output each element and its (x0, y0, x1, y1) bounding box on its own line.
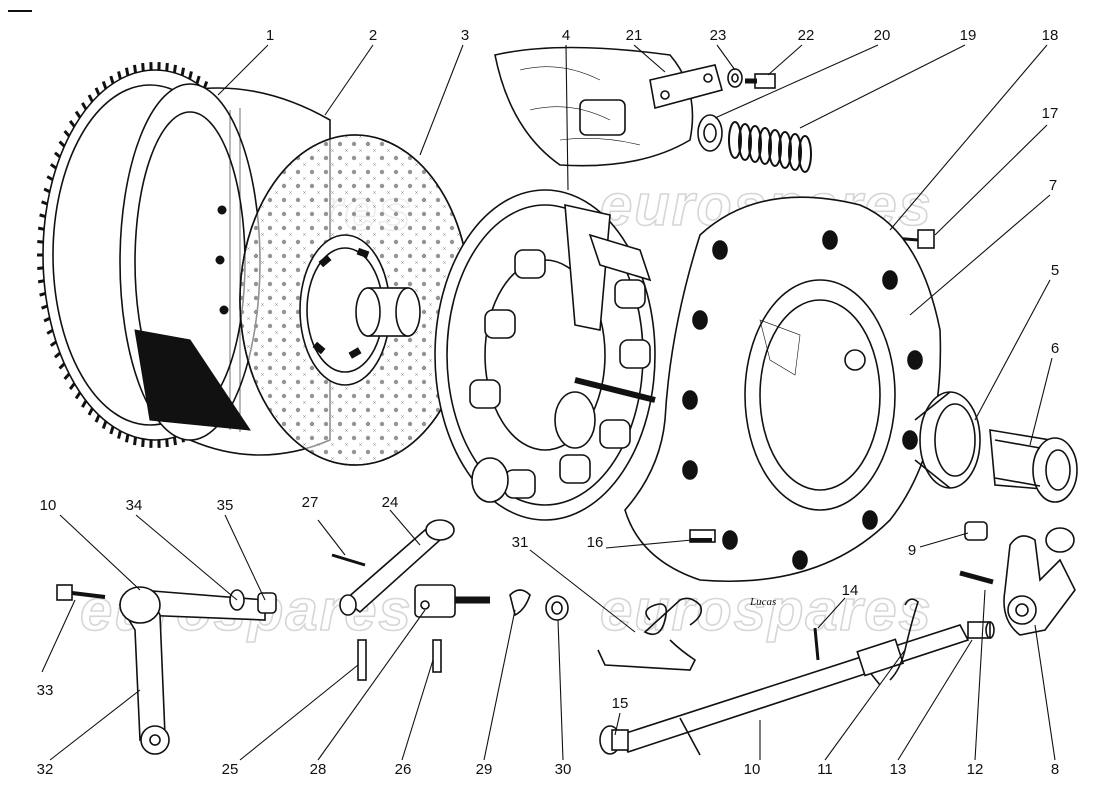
release-mechanism-inset (494, 46, 694, 167)
callout-26: 26 (395, 761, 412, 778)
lever (118, 586, 170, 755)
callout-12: 12 (967, 761, 984, 778)
clutch-driven-plate (239, 134, 471, 466)
spring (728, 121, 812, 173)
nut-30 (545, 595, 569, 621)
callout-32: 32 (37, 761, 54, 778)
callout-10-right: 10 (744, 761, 761, 778)
callout-31: 31 (512, 534, 529, 551)
callout-27: 27 (302, 494, 319, 511)
return-spring (597, 597, 703, 671)
bush (967, 621, 995, 639)
callout-33: 33 (37, 682, 54, 699)
pin-14 (813, 627, 820, 661)
watermark-bottom-right: eurospares (600, 578, 933, 643)
callout-6: 6 (1051, 340, 1059, 357)
callout-28: 28 (310, 761, 327, 778)
callout-19: 19 (960, 27, 977, 44)
bolt (745, 73, 776, 89)
release-bearing-carrier (989, 429, 1078, 503)
callout-30: 30 (555, 761, 572, 778)
callout-4: 4 (562, 27, 570, 44)
callout-8: 8 (1051, 761, 1059, 778)
bolt-17 (892, 229, 935, 249)
shaft (618, 624, 970, 756)
leader-lines (41, 44, 1056, 761)
washer (727, 68, 743, 88)
artist-signature: Lucas (749, 596, 776, 608)
callout-1: 1 (266, 27, 274, 44)
callout-13: 13 (890, 761, 907, 778)
callout-29: 29 (476, 761, 493, 778)
callout-23: 23 (710, 27, 727, 44)
bolt-33 (56, 584, 106, 601)
release-fork (1003, 527, 1076, 636)
pin-12 (959, 570, 994, 585)
clip (509, 589, 531, 617)
nut-35 (257, 592, 277, 614)
plug (599, 725, 629, 755)
callout-14: 14 (842, 582, 859, 599)
callout-10-left: 10 (40, 497, 57, 514)
pressure-plate-assembly (434, 189, 656, 521)
callout-21: 21 (626, 27, 643, 44)
pin-26 (432, 639, 442, 673)
callout-25: 25 (222, 761, 239, 778)
callout-2: 2 (369, 27, 377, 44)
callout-15: 15 (612, 695, 629, 712)
callout-11: 11 (817, 761, 833, 778)
callout-34: 34 (126, 497, 143, 514)
clutch-housing (624, 196, 942, 583)
pin-25 (357, 639, 367, 681)
callout-17: 17 (1042, 105, 1059, 122)
callout-22: 22 (798, 27, 815, 44)
callout-20: 20 (874, 27, 891, 44)
strap (649, 64, 723, 109)
link-rod (339, 519, 455, 616)
nut-9 (964, 521, 988, 541)
spring-11 (889, 598, 919, 681)
callout-5: 5 (1051, 262, 1059, 279)
callout-24: 24 (382, 494, 399, 511)
callout-16: 16 (587, 534, 604, 551)
callout-3: 3 (461, 27, 469, 44)
callout-7: 7 (1049, 177, 1057, 194)
callout-labels: 1 2 3 4 5 6 7 8 9 10 11 12 13 14 15 16 1… (37, 27, 1060, 778)
callout-18: 18 (1042, 27, 1059, 44)
clevis (414, 584, 490, 618)
spring-seat (697, 114, 723, 152)
release-bearing (914, 391, 981, 489)
split-pin (331, 553, 366, 567)
callout-9: 9 (908, 542, 916, 559)
callout-35: 35 (217, 497, 234, 514)
